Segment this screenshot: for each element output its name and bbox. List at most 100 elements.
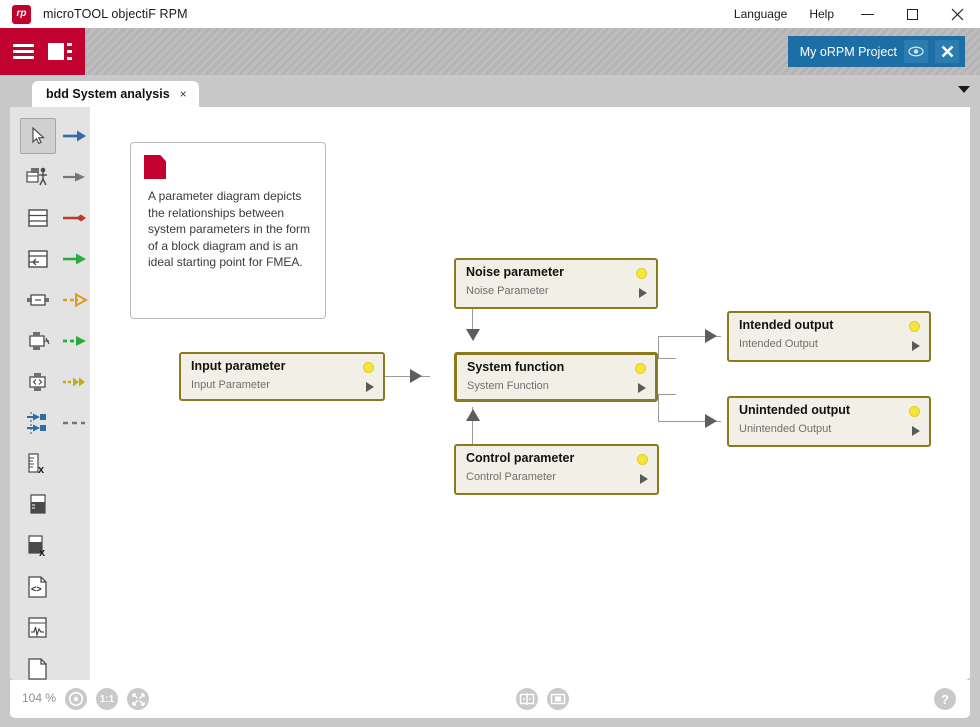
help-button[interactable]: ? bbox=[934, 688, 956, 710]
project-badge[interactable]: My oRPM Project bbox=[787, 36, 965, 67]
actor-tool[interactable] bbox=[20, 159, 56, 195]
connector-noise-system bbox=[472, 309, 473, 335]
port-icon bbox=[27, 293, 49, 306]
blank-document-icon bbox=[28, 657, 47, 680]
gray-arrow-icon bbox=[63, 172, 85, 181]
block-title: Noise parameter bbox=[466, 265, 564, 279]
connector-system-unintended-v bbox=[658, 394, 659, 421]
association-connector[interactable] bbox=[62, 118, 90, 154]
palette-row-4 bbox=[10, 238, 90, 279]
interface-tool[interactable] bbox=[20, 405, 56, 441]
code-artifact-tool[interactable]: <> bbox=[20, 569, 56, 605]
signal-tool[interactable] bbox=[20, 610, 56, 646]
realization-connector[interactable] bbox=[62, 323, 90, 359]
palette-row-2 bbox=[10, 156, 90, 197]
block-title: Unintended output bbox=[739, 403, 851, 417]
split-horizontal-icon bbox=[550, 693, 566, 705]
fit-page-button[interactable] bbox=[127, 688, 149, 710]
proxy-port-tool[interactable] bbox=[20, 364, 56, 400]
orange-dashed-arrow-icon bbox=[63, 292, 88, 307]
tab-strip: bdd System analysis × bbox=[0, 75, 980, 107]
red-diamond-arrow-icon bbox=[63, 214, 86, 221]
palette-row-12: <> bbox=[10, 566, 90, 607]
block-input-parameter[interactable]: Input parameter Input Parameter bbox=[179, 352, 385, 401]
split-vertical-button[interactable] bbox=[516, 688, 538, 710]
block-control-parameter[interactable]: Control parameter Control Parameter bbox=[454, 444, 659, 495]
project-name: My oRPM Project bbox=[799, 44, 897, 59]
beaker-x-icon: x bbox=[28, 534, 46, 558]
maximize-button[interactable] bbox=[890, 0, 935, 28]
green-dashed-arrow-icon bbox=[63, 335, 86, 346]
ruler-x-icon: x bbox=[28, 452, 45, 476]
composition-connector[interactable] bbox=[62, 200, 90, 236]
menu-help[interactable]: Help bbox=[809, 7, 834, 21]
block-noise-parameter[interactable]: Noise parameter Noise Parameter bbox=[454, 258, 658, 309]
block-subtitle: Control Parameter bbox=[466, 471, 556, 483]
arrow-up-icon bbox=[466, 409, 480, 421]
constraint-tool[interactable]: x bbox=[20, 446, 56, 482]
main-menu-icon[interactable] bbox=[13, 44, 34, 59]
eye-icon[interactable] bbox=[904, 40, 928, 63]
expand-caret-icon[interactable] bbox=[638, 383, 646, 393]
menu-language[interactable]: Language bbox=[733, 7, 788, 21]
expand-caret-icon[interactable] bbox=[640, 474, 648, 484]
zoom-to-fit-button[interactable] bbox=[65, 688, 87, 710]
code-document-icon: <> bbox=[28, 575, 47, 598]
tab-bdd-system-analysis[interactable]: bdd System analysis × bbox=[32, 81, 199, 107]
connector-control-system bbox=[472, 407, 473, 453]
one-to-one-icon: 1:1 bbox=[99, 693, 115, 705]
chevron-down-icon[interactable] bbox=[958, 86, 970, 93]
actor-icon bbox=[26, 167, 47, 185]
expand-caret-icon[interactable] bbox=[912, 341, 920, 351]
value-type-tool[interactable] bbox=[20, 487, 56, 523]
block-intended-output[interactable]: Intended output Intended Output bbox=[727, 311, 931, 362]
zoom-level: 104 % bbox=[22, 691, 57, 705]
close-project-icon[interactable] bbox=[935, 40, 959, 63]
select-tool[interactable] bbox=[20, 117, 56, 154]
connector-system-unintended-h1 bbox=[658, 394, 676, 395]
port-tool[interactable] bbox=[20, 282, 56, 318]
status-dot-yellow bbox=[363, 362, 374, 373]
refine-connector[interactable] bbox=[62, 364, 90, 400]
block-tool[interactable] bbox=[20, 200, 56, 236]
status-dot-yellow bbox=[636, 268, 647, 279]
diagram-canvas[interactable]: A parameter diagram depicts the relation… bbox=[90, 107, 970, 680]
tab-close-icon[interactable]: × bbox=[179, 87, 187, 101]
diagram-note[interactable]: A parameter diagram depicts the relation… bbox=[130, 142, 326, 319]
close-button[interactable] bbox=[935, 0, 980, 28]
note-link-connector[interactable] bbox=[62, 405, 90, 441]
zoom-actual-button[interactable]: 1:1 bbox=[96, 688, 118, 710]
yellow-double-arrow-icon bbox=[63, 377, 85, 386]
app-title: microTOOL objectiF RPM bbox=[43, 7, 188, 21]
directed-association-connector[interactable] bbox=[62, 159, 90, 195]
title-bar: rp microTOOL objectiF RPM Language Help bbox=[0, 0, 980, 28]
split-horizontal-button[interactable] bbox=[547, 688, 569, 710]
value-type-delete-tool[interactable]: x bbox=[20, 528, 56, 564]
dependency-connector[interactable] bbox=[62, 282, 90, 318]
green-arrow-icon bbox=[63, 253, 86, 264]
minimize-button[interactable] bbox=[845, 0, 890, 28]
connector-input-system bbox=[385, 376, 430, 377]
expand-caret-icon[interactable] bbox=[366, 382, 374, 392]
expand-caret-icon[interactable] bbox=[639, 288, 647, 298]
note-document-icon bbox=[144, 155, 166, 179]
arrow-right-icon bbox=[705, 414, 717, 428]
svg-text:x: x bbox=[39, 547, 46, 558]
palette-row-6 bbox=[10, 320, 90, 361]
block-unintended-output[interactable]: Unintended output Unintended Output bbox=[727, 396, 931, 447]
block-system-function[interactable]: System function System Function bbox=[454, 352, 658, 402]
cursor-arrow-icon bbox=[32, 126, 45, 144]
block-import-tool[interactable] bbox=[20, 241, 56, 277]
expand-caret-icon[interactable] bbox=[912, 426, 920, 436]
generalization-connector[interactable] bbox=[62, 241, 90, 277]
status-dot-yellow bbox=[637, 454, 648, 465]
note-text: A parameter diagram depicts the relation… bbox=[148, 189, 311, 269]
status-bar: 104 % 1:1 bbox=[10, 680, 970, 718]
panel-layout-icon[interactable] bbox=[48, 43, 73, 60]
arrow-right-icon bbox=[705, 329, 717, 343]
flow-port-tool[interactable] bbox=[20, 323, 56, 359]
note-tool[interactable] bbox=[20, 651, 56, 681]
target-icon bbox=[68, 691, 84, 707]
svg-text:<>: <> bbox=[31, 584, 42, 594]
